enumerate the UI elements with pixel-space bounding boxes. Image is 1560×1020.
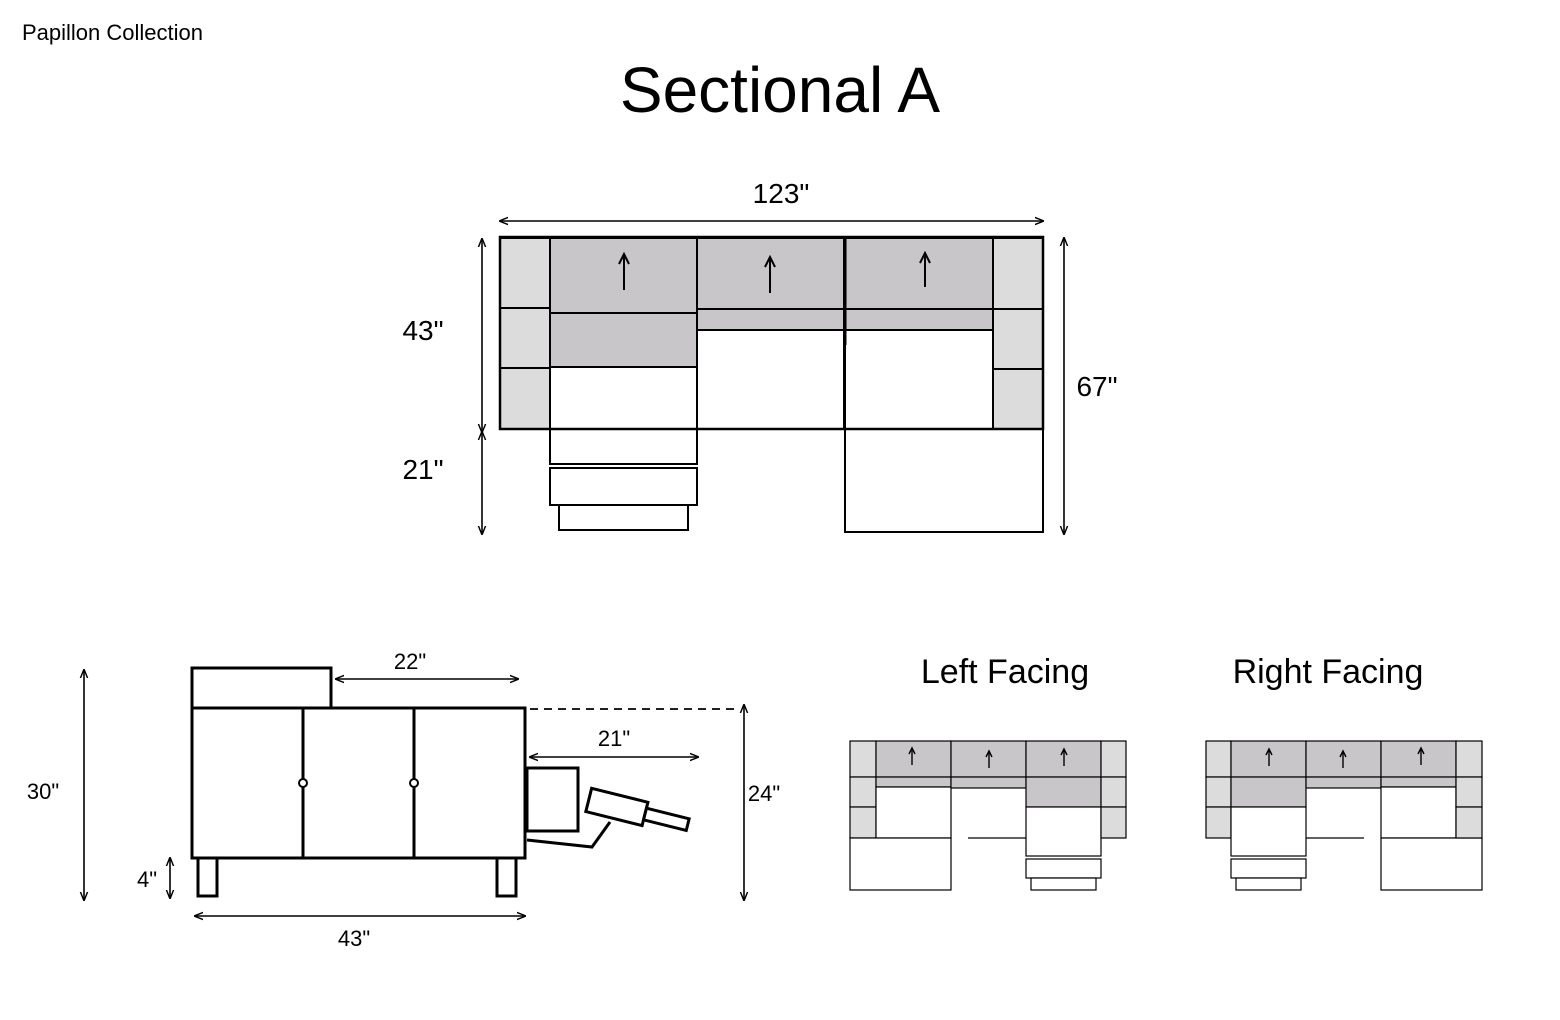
depth-dimension: 43"	[338, 926, 370, 951]
footrest-mechanism	[526, 821, 612, 849]
handle-icon	[298, 778, 308, 788]
footrest-extension	[584, 786, 691, 833]
seat-back	[696, 308, 845, 331]
recline-dimension: 21"	[598, 726, 630, 751]
ottoman-base	[558, 504, 689, 531]
left-facing-arrows	[908, 746, 1068, 768]
arrow-up-icon	[1060, 747, 1068, 766]
right-facing-diagram	[1205, 740, 1483, 891]
leg-height-dimension: 4"	[137, 867, 157, 892]
side-view-dimensions	[84, 670, 744, 916]
upper-depth-dimension: 43"	[402, 315, 443, 346]
seat-cushion	[549, 366, 698, 465]
seat-cushion	[696, 329, 845, 430]
sofa-body	[190, 706, 527, 860]
leg	[495, 856, 518, 898]
arrow-up-icon	[1265, 747, 1273, 766]
seat-depth-dimension: 22"	[394, 649, 426, 674]
right-arm	[992, 308, 1044, 370]
ottoman	[549, 467, 698, 506]
arrow-up-icon	[764, 254, 776, 293]
left-facing-label: Left Facing	[921, 653, 1089, 691]
height-dimension: 30"	[27, 779, 59, 804]
arrow-up-icon	[618, 251, 630, 290]
overall-depth-dimension: 67"	[1076, 371, 1117, 402]
leg	[196, 856, 219, 898]
right-arm	[992, 237, 1044, 310]
top-view-dimensions	[482, 221, 1064, 534]
page-title: Sectional A	[619, 54, 941, 126]
collection-label: Papillon Collection	[22, 20, 203, 45]
top-view	[498, 235, 1045, 533]
left-arm	[499, 307, 551, 369]
seat-back	[844, 308, 994, 331]
arrow-up-icon	[985, 749, 993, 768]
arrow-up-icon	[908, 746, 916, 765]
seat-height-dimension: 24"	[748, 781, 780, 806]
side-view	[190, 666, 691, 898]
seat-back	[844, 237, 994, 310]
outer-frame	[498, 235, 1045, 431]
left-arm	[499, 367, 551, 430]
seat-cushion	[844, 329, 994, 430]
right-facing-arrows	[1265, 746, 1425, 768]
chaise	[844, 428, 1044, 533]
arrow-up-icon	[1339, 749, 1347, 768]
footrest-upper	[525, 766, 580, 833]
headrest	[190, 666, 333, 710]
arrow-up-icon	[919, 250, 931, 287]
right-facing-label: Right Facing	[1233, 653, 1424, 691]
arrow-up-icon	[1417, 746, 1425, 765]
width-dimension: 123"	[753, 178, 810, 209]
handle-icon	[409, 778, 419, 788]
left-arm	[499, 237, 551, 309]
lower-depth-dimension: 21"	[402, 454, 443, 485]
left-facing-diagram	[849, 740, 1127, 891]
right-arm	[992, 368, 1044, 430]
seat-back	[549, 312, 698, 368]
